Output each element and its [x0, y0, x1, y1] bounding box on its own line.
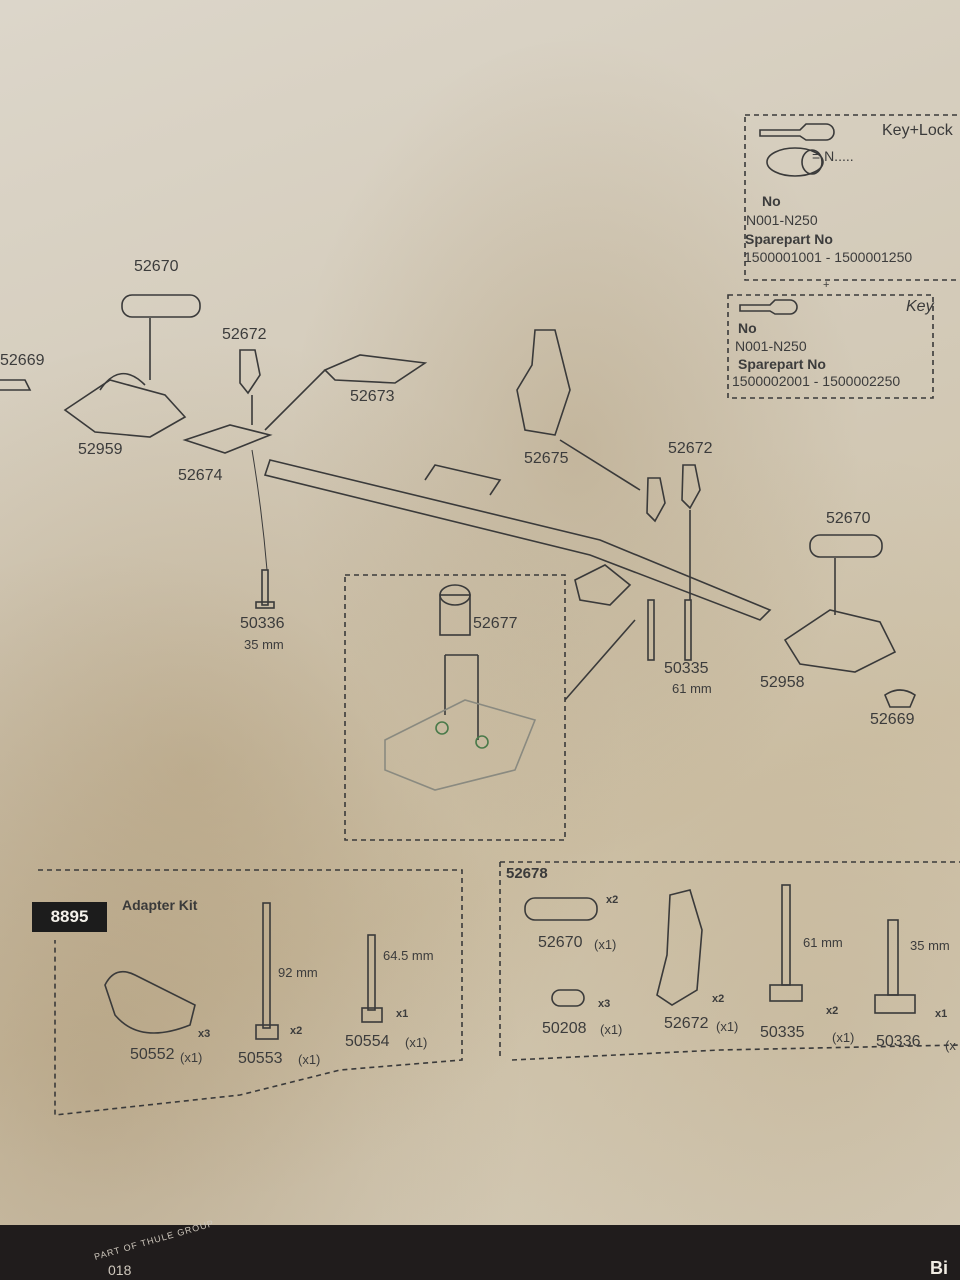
- bolt-50553: [262, 902, 271, 1029]
- clip-52669-left: [0, 379, 32, 391]
- label-52677: 52677: [473, 615, 518, 632]
- label-50336: 50336: [240, 615, 285, 632]
- label-52672-top: 52672: [222, 326, 267, 343]
- keylock-no-value: N001-N250: [746, 212, 818, 228]
- key-box: [727, 294, 934, 399]
- kit-52678-box: [499, 861, 960, 1061]
- holder-52672-top: [239, 349, 261, 395]
- strap-52673: [323, 354, 428, 384]
- bolt-50336: [261, 569, 269, 606]
- kit-52678-title: 52678: [506, 865, 548, 882]
- lock-detail-box: [344, 574, 566, 841]
- kit-item-number: 50208: [542, 1020, 587, 1037]
- adapter-item-qty: x2: [290, 1025, 303, 1037]
- adapter-kit-title: Adapter Kit: [122, 897, 198, 913]
- label-52674: 52674: [178, 467, 223, 484]
- pad-52670-top: [121, 294, 201, 318]
- kit-item-size: 61 mm: [803, 935, 843, 950]
- adapter-item-number: 50553: [238, 1050, 283, 1067]
- kit-bolt-50335: [781, 884, 791, 986]
- kit-item-number: 50336: [876, 1033, 921, 1050]
- kit-item-qty: x2: [826, 1005, 839, 1017]
- label-50336-size: 35 mm: [244, 637, 284, 652]
- clamp-52959: [63, 379, 187, 438]
- kit-item-count: (x1): [832, 1030, 855, 1045]
- kit-item-number: 52672: [664, 1015, 709, 1032]
- rail-lock-clamp: [574, 564, 632, 606]
- kit-item-size: 35 mm: [910, 938, 950, 953]
- label-52670-right: 52670: [826, 510, 871, 527]
- kit-item-count: (x1): [716, 1019, 739, 1034]
- kit-pad-52670: [524, 897, 598, 921]
- key-sparepart-value: 1500002001 - 1500002250: [732, 373, 901, 389]
- adapter-item-count: (x1): [298, 1052, 321, 1067]
- adapter-item-qty: x1: [396, 1008, 409, 1020]
- adapter-item-count: (x1): [405, 1035, 428, 1050]
- adapter-kit-code-badge: 8895: [32, 902, 107, 932]
- arm-52675: [516, 329, 571, 436]
- key-no-label: No: [738, 320, 757, 336]
- key-icon-2: [739, 299, 798, 315]
- label-52673: 52673: [350, 388, 395, 405]
- kit-item-number: 52670: [538, 934, 583, 951]
- keylock-title: Key+Lock: [882, 122, 953, 139]
- footer-corner-text: Bi: [930, 1258, 948, 1278]
- main-rail: [263, 459, 772, 621]
- pad-52670-right: [809, 534, 883, 558]
- label-52669-left: 52669: [0, 352, 45, 369]
- label-52959: 52959: [78, 441, 123, 458]
- keylock-sparepart-value: 1500001001 - 1500001250: [744, 249, 913, 265]
- adapter-kit-box: [38, 869, 463, 1116]
- keylock-no-label: No: [762, 193, 781, 209]
- bolt-50335-b: [684, 599, 692, 661]
- hook-50552: [104, 970, 196, 1034]
- adapter-item-size: 64.5 mm: [383, 948, 434, 963]
- kit-bolt-50336: [887, 919, 899, 996]
- adapter-item-size: 92 mm: [278, 965, 318, 980]
- base-52674: [182, 424, 273, 454]
- lock-housing-ghost: [384, 699, 537, 791]
- keylock-plus: +: [823, 279, 830, 291]
- kit-sleeve-50208: [551, 989, 585, 1007]
- kit-item-count: (x: [945, 1038, 956, 1053]
- holder-52672-right-1: [646, 477, 666, 523]
- kit-item-count: (x1): [594, 937, 617, 952]
- kit-item-count: (x1): [600, 1022, 623, 1037]
- label-52670-top: 52670: [134, 258, 179, 275]
- kit-holder-52672: [656, 889, 703, 1006]
- clamp-52958: [783, 609, 897, 673]
- key-title: Key: [906, 298, 934, 315]
- adapter-item-count: (x1): [180, 1050, 203, 1065]
- holder-52672-right-2: [681, 464, 701, 510]
- key-no-value: N001-N250: [735, 338, 807, 354]
- key-icon: [759, 123, 835, 177]
- label-52675: 52675: [524, 450, 569, 467]
- label-52669-right: 52669: [870, 711, 915, 728]
- label-50335: 50335: [664, 660, 709, 677]
- label-52672-right: 52672: [668, 440, 713, 457]
- keylock-equals: = N.....: [812, 148, 854, 164]
- key-sparepart-label: Sparepart No: [738, 356, 826, 372]
- adapter-item-number: 50554: [345, 1033, 390, 1050]
- dark-table-edge: [0, 1225, 960, 1280]
- label-52958: 52958: [760, 674, 805, 691]
- bolt-50335-a: [647, 599, 655, 661]
- bolt-50554: [367, 934, 376, 1011]
- label-50335-size: 61 mm: [672, 681, 712, 696]
- adapter-item-qty: x3: [198, 1028, 211, 1040]
- footer-year: 018: [108, 1262, 132, 1278]
- kit-item-number: 50335: [760, 1024, 805, 1041]
- adapter-item-number: 50552: [130, 1046, 175, 1063]
- kit-item-qty: x3: [598, 998, 611, 1010]
- kit-item-qty: x2: [606, 894, 619, 906]
- keylock-sparepart-label: Sparepart No: [745, 231, 833, 247]
- kit-item-qty: x2: [712, 993, 725, 1005]
- rail-strap: [424, 464, 502, 496]
- clip-52669-right: [884, 689, 916, 708]
- kit-item-qty: x1: [935, 1008, 948, 1020]
